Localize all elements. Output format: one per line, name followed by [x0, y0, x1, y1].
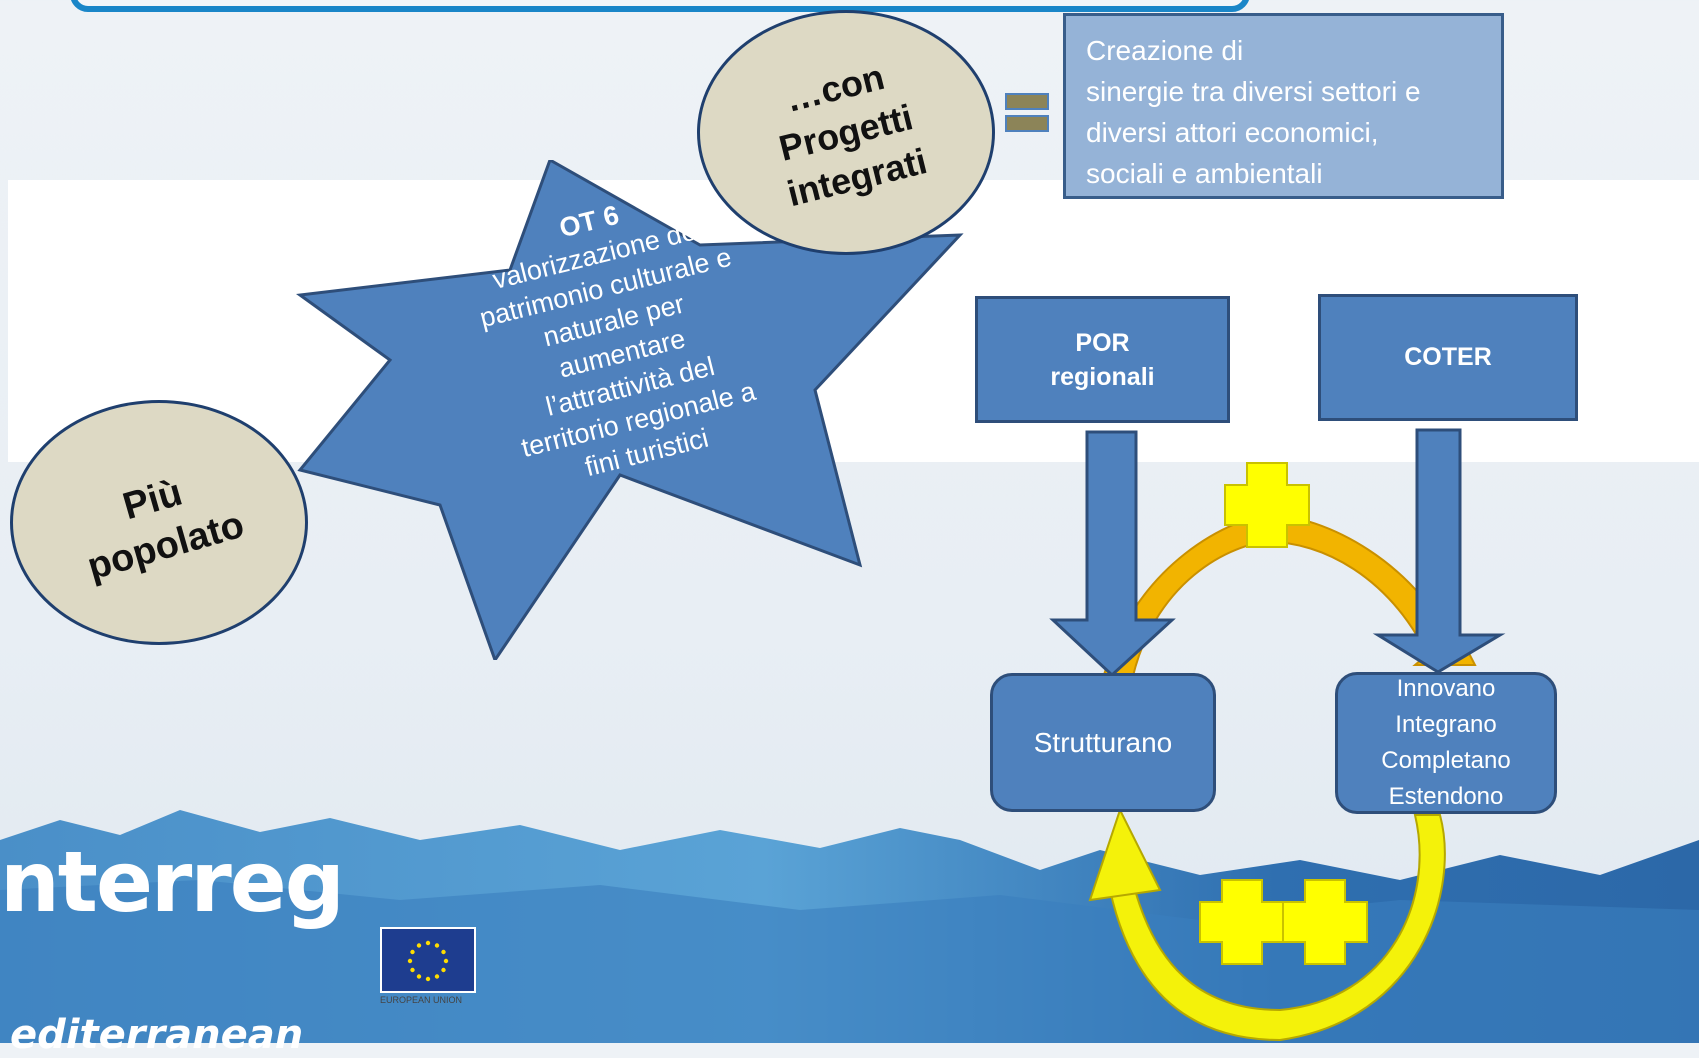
por-line: POR	[1075, 328, 1130, 357]
por-line: regionali	[1050, 362, 1155, 391]
cycle-arrows	[1049, 428, 1506, 1042]
sinergie-line: sociali e ambientali	[1086, 158, 1323, 189]
por-down-arrow	[1049, 430, 1176, 678]
coter-box: COTER	[1318, 294, 1578, 421]
coter-down-arrow	[1372, 428, 1506, 674]
plus-icon	[1224, 462, 1310, 548]
strutturano-box: Strutturano	[990, 673, 1216, 812]
ot6-star-shape	[296, 160, 964, 660]
coter-label: COTER	[1404, 343, 1492, 371]
sinergie-line: Creazione di	[1086, 35, 1244, 66]
top-banner-frame	[70, 0, 1250, 12]
innovano-line: Completano	[1381, 747, 1511, 774]
innovano-box: Innovano Integrano Completano Estendono	[1335, 672, 1557, 814]
plus-icon	[1199, 879, 1285, 965]
innovano-line: Estendono	[1388, 783, 1504, 810]
progetti-integrati-ellipse: …con Progetti integrati	[697, 10, 995, 255]
piu-popolato-ellipse: Più popolato	[10, 400, 308, 645]
equals-icon	[1005, 93, 1049, 132]
sinergie-line: diversi attori economici,	[1086, 117, 1379, 148]
mediterranean-logo-text: editerranean	[10, 1012, 304, 1058]
sinergie-box: Creazione di sinergie tra diversi settor…	[1063, 13, 1504, 199]
por-regionali-box: POR regionali	[975, 296, 1230, 423]
innovano-line: Integrano	[1395, 711, 1497, 738]
interreg-logo-text: nterreg	[0, 833, 345, 931]
eu-label: EUROPEAN UNION	[380, 995, 463, 1005]
innovano-line: Innovano	[1396, 675, 1496, 702]
strutturano-label: Strutturano	[1033, 726, 1173, 758]
plus-icon	[1282, 879, 1368, 965]
sinergie-line: sinergie tra diversi settori e	[1086, 76, 1421, 107]
eu-flag-icon	[380, 927, 476, 993]
